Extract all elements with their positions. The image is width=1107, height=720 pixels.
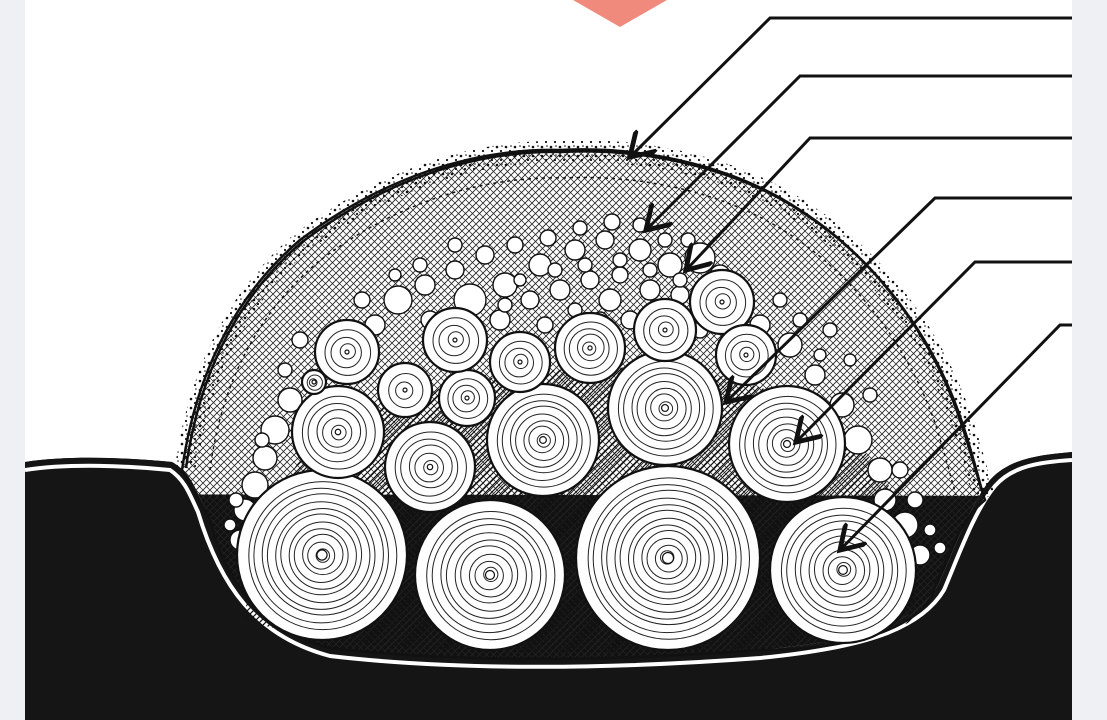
wood-chip xyxy=(612,267,628,283)
log-cross-section xyxy=(487,384,599,496)
wood-chip xyxy=(604,214,620,230)
chevron-down-icon xyxy=(573,0,667,27)
wood-chip xyxy=(229,493,243,507)
wood-chip xyxy=(863,388,877,402)
wood-chip xyxy=(521,291,539,309)
wood-chip xyxy=(658,233,672,247)
wood-chip xyxy=(844,354,856,366)
wood-chip xyxy=(773,293,787,307)
log-cross-section xyxy=(385,422,475,512)
wood-chip xyxy=(565,240,585,260)
wood-chip xyxy=(548,263,562,277)
log-cross-section xyxy=(378,363,432,417)
wood-chip xyxy=(507,237,523,253)
log-cross-section xyxy=(490,332,550,392)
wood-chip xyxy=(529,254,551,276)
wood-chip xyxy=(924,524,936,536)
wood-chip xyxy=(934,542,946,554)
wood-chip xyxy=(633,218,647,232)
hugelkultur-cross-section-diagram xyxy=(25,0,1072,720)
wood-chip xyxy=(907,492,923,508)
wood-chip xyxy=(550,280,570,300)
wood-chip xyxy=(868,458,892,482)
diagram-canvas xyxy=(25,0,1072,720)
wood-chip xyxy=(415,275,435,295)
wood-chip xyxy=(476,246,494,264)
wood-chip xyxy=(224,519,236,531)
log-cross-section xyxy=(415,500,565,650)
wood-chip xyxy=(581,271,599,289)
wood-chip xyxy=(493,273,517,297)
right-margin-bar xyxy=(1072,0,1107,720)
callout-arrow xyxy=(632,18,1072,155)
wood-chip xyxy=(292,332,308,348)
wood-chip xyxy=(448,238,462,252)
wood-chip xyxy=(573,221,587,235)
log-cross-section xyxy=(576,466,760,650)
wood-chip xyxy=(255,433,269,447)
log-cross-section xyxy=(439,370,495,426)
log-cross-section xyxy=(716,325,776,385)
wood-chip xyxy=(596,231,614,249)
wood-chip xyxy=(389,269,401,281)
wood-chip xyxy=(629,239,651,261)
log-cross-section xyxy=(302,370,326,394)
wood-chip xyxy=(384,286,412,314)
wood-chip xyxy=(498,298,512,312)
wood-chip xyxy=(640,280,660,300)
log-cross-section xyxy=(729,386,845,502)
wood-chip xyxy=(643,263,657,277)
log-cross-section xyxy=(634,299,696,361)
log-cross-section xyxy=(423,308,487,372)
log-cross-section xyxy=(555,313,625,383)
wood-chip xyxy=(446,261,464,279)
log-cross-section xyxy=(608,351,722,465)
wood-chip xyxy=(490,310,510,330)
wood-chip xyxy=(805,365,825,385)
log-cross-section xyxy=(292,386,384,478)
wood-chip xyxy=(613,253,627,267)
wood-chip xyxy=(681,233,695,247)
wood-chip xyxy=(844,426,872,454)
log-cross-section xyxy=(770,497,916,643)
wood-chip xyxy=(823,323,837,337)
wood-chip xyxy=(278,363,292,377)
wood-chip xyxy=(578,258,592,272)
wood-chip xyxy=(599,289,621,311)
wood-chip xyxy=(673,273,687,287)
wood-chip xyxy=(253,446,277,470)
wood-chip xyxy=(778,333,802,357)
left-margin-bar xyxy=(0,0,25,720)
wood-chip xyxy=(537,317,553,333)
log-cross-section xyxy=(237,470,407,640)
wood-chip xyxy=(354,292,370,308)
wood-chip xyxy=(514,274,526,286)
wood-chip xyxy=(892,462,908,478)
wood-chip xyxy=(540,230,556,246)
wood-chip xyxy=(413,258,427,272)
wood-chip xyxy=(814,349,826,361)
